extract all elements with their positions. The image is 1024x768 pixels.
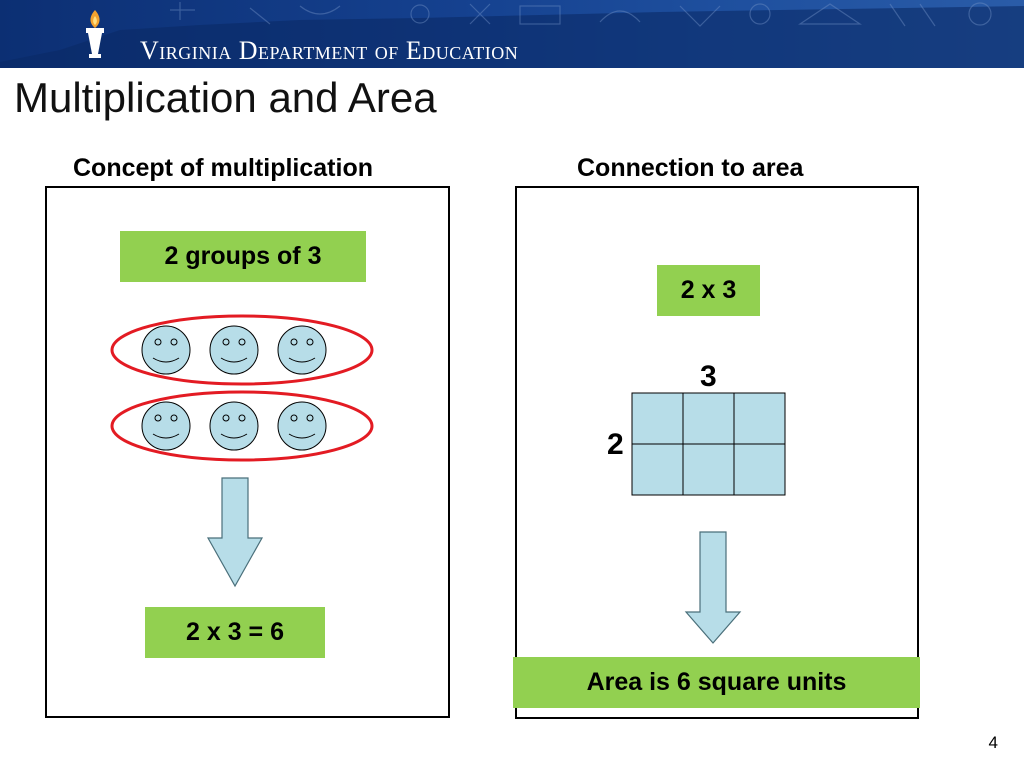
- groups-label-box: 2 groups of 3: [120, 231, 366, 282]
- right-heading: Connection to area: [577, 154, 804, 182]
- grid-row-count-label: 2: [607, 428, 624, 461]
- grid-cell: [733, 443, 786, 496]
- torch-icon: [86, 10, 104, 58]
- area-result-box: Area is 6 square units: [513, 657, 920, 708]
- page-number: 4: [988, 733, 998, 752]
- down-arrow-icon: [206, 477, 264, 588]
- grid-cell: [682, 392, 735, 445]
- groups-illustration: [110, 314, 374, 462]
- header-banner: Virginia Department of Education: [0, 0, 1024, 68]
- smiley-face-icon: [209, 401, 259, 451]
- group-oval-2: [110, 390, 374, 462]
- smiley-face-icon: [277, 325, 327, 375]
- multiplication-result-box: 2 x 3 = 6: [145, 607, 325, 658]
- expression-box: 2 x 3: [657, 265, 760, 316]
- grid-cell: [733, 392, 786, 445]
- grid-cell: [631, 443, 684, 496]
- down-arrow-icon: [684, 531, 742, 644]
- smiley-face-icon: [209, 325, 259, 375]
- grid-column-count-label: 3: [700, 360, 717, 393]
- banner-decoration: [0, 2, 1024, 68]
- slide-title: Multiplication and Area: [14, 74, 437, 121]
- group-oval-1: [110, 314, 374, 386]
- grid-cell: [682, 443, 735, 496]
- left-heading: Concept of multiplication: [73, 154, 373, 182]
- smiley-face-icon: [277, 401, 327, 451]
- smiley-face-icon: [141, 325, 191, 375]
- org-name: Virginia Department of Education: [140, 36, 519, 65]
- grid-cell: [631, 392, 684, 445]
- area-grid: [631, 392, 786, 496]
- smiley-face-icon: [141, 401, 191, 451]
